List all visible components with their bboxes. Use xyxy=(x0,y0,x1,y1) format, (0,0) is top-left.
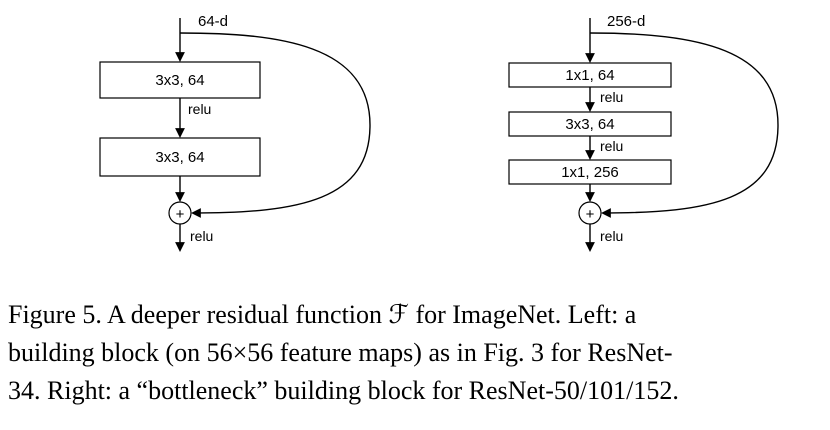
left-shortcut-connection xyxy=(179,32,371,218)
residual-blocks-diagram: 64-d 3x3, 64 relu 3x3, 64 + relu 256-d 1… xyxy=(99,13,779,252)
right-layer-1-label: 1x1, 64 xyxy=(565,67,614,84)
left-relu-1: relu xyxy=(188,101,211,117)
left-layer-2-label: 3x3, 64 xyxy=(155,149,204,166)
right-relu-3: relu xyxy=(600,228,623,244)
left-building-block: 64-d 3x3, 64 relu 3x3, 64 + relu xyxy=(99,13,371,252)
right-shortcut-connection xyxy=(589,32,779,218)
right-layer-3-box xyxy=(508,159,672,185)
left-input-label: 64-d xyxy=(198,13,228,30)
right-bottleneck-block: 256-d 1x1, 64 relu 3x3, 64 relu 1x1, 256… xyxy=(508,13,779,252)
left-add-symbol: + xyxy=(176,206,185,223)
left-layer-2-box xyxy=(99,137,261,177)
right-layer-2-label: 3x3, 64 xyxy=(565,116,614,133)
right-layer-1-box xyxy=(508,62,672,88)
right-input-label: 256-d xyxy=(607,13,645,30)
figure-caption: Figure 5. A deeper residual function ℱ f… xyxy=(8,296,820,410)
caption-line-2: building block (on 56×56 feature maps) a… xyxy=(8,338,673,367)
right-relu-1: relu xyxy=(600,89,623,105)
caption-line-1: Figure 5. A deeper residual function ℱ f… xyxy=(8,300,637,329)
left-layer-1-label: 3x3, 64 xyxy=(155,72,204,89)
right-relu-2: relu xyxy=(600,138,623,154)
right-add-symbol: + xyxy=(586,206,595,223)
caption-line-3: 34. Right: a “bottleneck” building block… xyxy=(8,376,679,405)
left-relu-2: relu xyxy=(190,228,213,244)
right-layer-3-label: 1x1, 256 xyxy=(561,164,619,181)
